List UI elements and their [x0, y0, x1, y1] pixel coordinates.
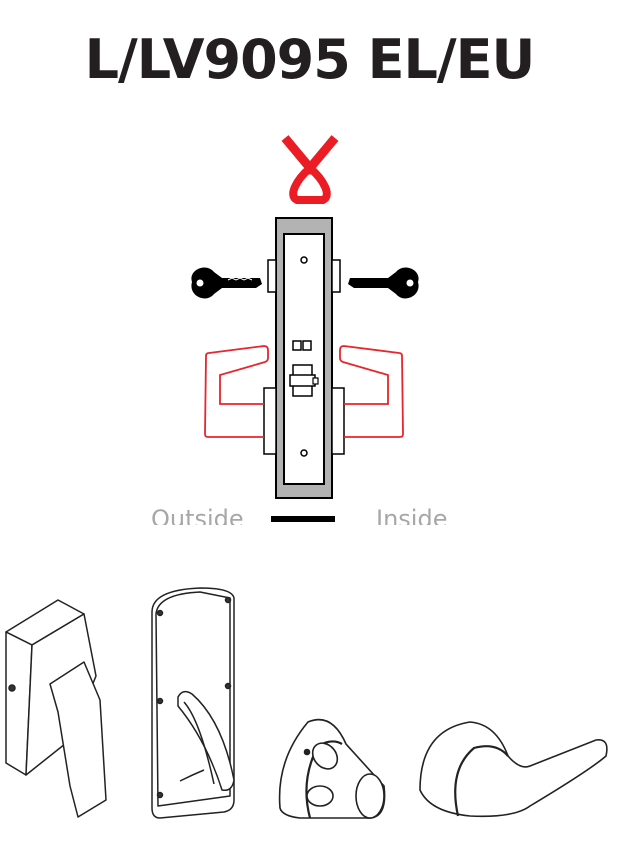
inside-rose	[331, 387, 345, 455]
outside-key-icon	[191, 267, 262, 299]
outside-label: Outside	[151, 505, 244, 525]
inside-cylinder	[331, 259, 341, 293]
outside-cylinder	[267, 259, 277, 293]
outside-lever	[204, 345, 269, 438]
lock-faceplate	[275, 217, 333, 499]
red-ribbon-icon	[281, 135, 339, 204]
inside-lever	[339, 345, 404, 438]
rose-knob-trim	[278, 718, 386, 819]
door-line	[271, 516, 335, 522]
page-title: L/LV9095 EL/EU	[84, 28, 536, 91]
inside-label: Inside	[376, 505, 448, 525]
outside-rose	[263, 387, 277, 455]
inside-key-icon	[348, 267, 419, 299]
lever-handle-trim	[419, 721, 608, 818]
escutcheon-plate-lever-trim	[151, 587, 235, 819]
exit-device-lever-trim	[5, 599, 107, 818]
